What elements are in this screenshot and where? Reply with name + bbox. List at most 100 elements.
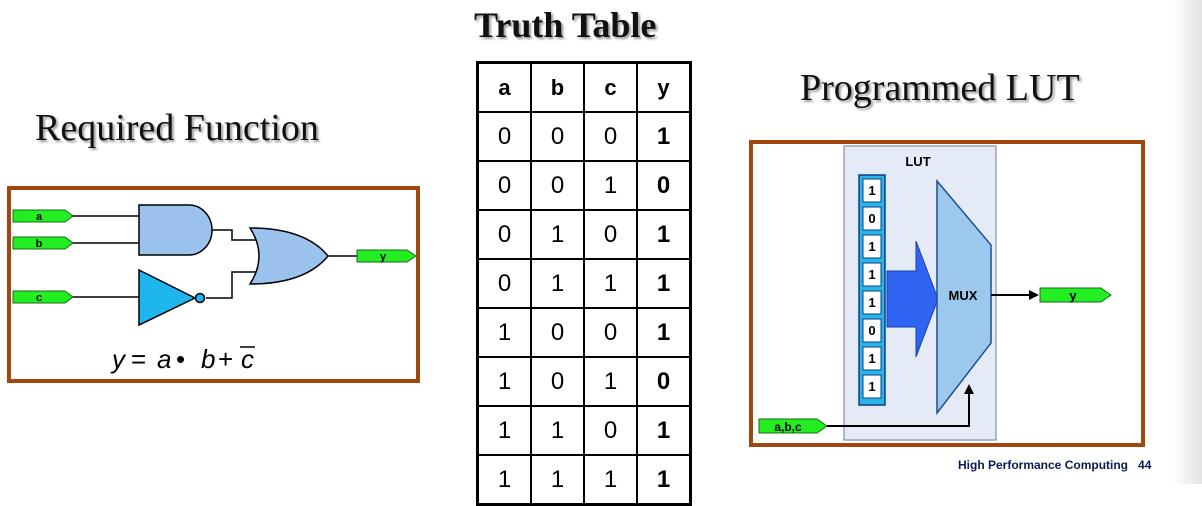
equation-and-dot: • <box>176 344 185 374</box>
lut-panel: LUT 1 0 1 1 1 0 1 1 <box>749 140 1145 447</box>
programmed-lut-title: Programmed LUT <box>800 67 1080 109</box>
equation-y: y <box>110 344 127 374</box>
cell-b: 0 <box>530 160 585 211</box>
equation-c-bar: c <box>241 344 254 374</box>
cell-y: 1 <box>636 307 692 358</box>
cell-c: 1 <box>583 356 638 407</box>
header-b: b <box>530 61 585 113</box>
output-tag-y: y <box>356 249 417 263</box>
slide-edge-shade <box>1172 0 1202 484</box>
table-row: 1 1 0 1 <box>476 405 692 456</box>
required-function-title: Required Function <box>35 107 319 149</box>
table-row: 0 0 1 0 <box>476 160 692 211</box>
cell-c: 1 <box>583 160 638 211</box>
cell-a: 1 <box>476 356 532 407</box>
input-tag-a: a <box>12 209 74 223</box>
circuit-panel: a b c y y = a • b + c <box>7 186 420 383</box>
select-wire <box>827 393 970 427</box>
cell-b: 1 <box>530 405 585 456</box>
lut-cell: 1 <box>868 351 875 366</box>
cell-a: 1 <box>476 454 532 506</box>
arrow-up-icon <box>964 384 974 394</box>
and-gate <box>138 204 213 256</box>
cell-a: 0 <box>476 160 532 211</box>
cell-c: 1 <box>583 454 638 506</box>
output-label-y: y <box>380 251 387 263</box>
inverter-bubble <box>194 292 206 304</box>
header-c: c <box>583 61 638 113</box>
input-tag-b: b <box>12 236 74 250</box>
header-y: y <box>636 61 692 113</box>
lut-diagram: LUT 1 0 1 1 1 0 1 1 <box>758 145 1112 441</box>
lut-cell: 1 <box>868 183 875 198</box>
footer: High Performance Computing 44 <box>958 458 1161 472</box>
cell-c: 0 <box>583 405 638 456</box>
cell-c: 0 <box>583 209 638 260</box>
table-row: 1 0 0 1 <box>476 307 692 358</box>
arrow-right-icon <box>1029 290 1039 300</box>
wire-and-out <box>212 229 256 241</box>
lut-cell: 1 <box>868 295 875 310</box>
equation-plus: + <box>218 344 233 374</box>
page-number: 44 <box>1138 458 1152 472</box>
cell-y: 0 <box>636 356 692 407</box>
lut-memory-column: 1 0 1 1 1 0 1 1 <box>858 174 886 406</box>
lut-cell: 0 <box>868 211 875 226</box>
header-a: a <box>476 61 532 113</box>
lut-cell: 0 <box>868 323 875 338</box>
lut-output-label: y <box>1069 288 1077 303</box>
input-label-b: b <box>36 238 43 250</box>
mux-label: MUX <box>949 288 978 303</box>
equation-equals: = <box>131 344 146 374</box>
output-tag-y: y <box>1039 287 1112 303</box>
cell-a: 1 <box>476 307 532 358</box>
circuit-wires <box>71 215 359 299</box>
cell-y: 1 <box>636 258 692 309</box>
cell-y: 1 <box>636 209 692 260</box>
truth-table-header-row: a b c y <box>476 61 692 113</box>
wire-not-out <box>206 271 256 299</box>
select-input-label: a,b,c <box>774 420 802 434</box>
lut-cell: 1 <box>868 239 875 254</box>
lut-label: LUT <box>905 154 930 169</box>
table-row: 0 1 1 1 <box>476 258 692 309</box>
select-input-tag: a,b,c <box>758 418 828 434</box>
truth-table: a b c y 0 0 0 1 0 0 1 0 0 1 0 1 0 1 1 1 <box>476 61 692 506</box>
cell-b: 0 <box>530 111 585 162</box>
logic-circuit-diagram: a b c y y = a • b + c <box>12 204 417 374</box>
data-bus-arrow <box>886 240 939 358</box>
cell-a: 0 <box>476 111 532 162</box>
lut-cell: 1 <box>868 379 875 394</box>
table-row: 1 1 1 1 <box>476 454 692 506</box>
equation-b: b <box>201 344 215 374</box>
cell-b: 1 <box>530 209 585 260</box>
mux-block <box>936 178 992 416</box>
lut-cell-slots <box>862 178 882 399</box>
cell-c: 1 <box>583 258 638 309</box>
boolean-equation: y = a • b + c <box>110 344 255 374</box>
cell-y: 1 <box>636 405 692 456</box>
cell-y: 0 <box>636 160 692 211</box>
cell-c: 0 <box>583 307 638 358</box>
table-row: 0 1 0 1 <box>476 209 692 260</box>
cell-a: 1 <box>476 405 532 456</box>
or-gate <box>248 227 329 285</box>
cell-a: 0 <box>476 258 532 309</box>
cell-b: 1 <box>530 454 585 506</box>
cell-y: 1 <box>636 454 692 506</box>
input-tag-c: c <box>12 290 74 304</box>
input-label-c: c <box>36 292 42 304</box>
cell-b: 0 <box>530 356 585 407</box>
cell-y: 1 <box>636 111 692 162</box>
equation-a: a <box>157 344 171 374</box>
cell-a: 0 <box>476 209 532 260</box>
cell-b: 1 <box>530 258 585 309</box>
lut-cell: 1 <box>868 267 875 282</box>
cell-b: 0 <box>530 307 585 358</box>
footer-text: High Performance Computing <box>958 458 1129 472</box>
truth-table-title: Truth Table <box>474 5 657 45</box>
table-row: 0 0 0 1 <box>476 111 692 162</box>
input-label-a: a <box>36 211 43 223</box>
table-row: 1 0 1 0 <box>476 356 692 407</box>
not-gate <box>138 268 197 327</box>
